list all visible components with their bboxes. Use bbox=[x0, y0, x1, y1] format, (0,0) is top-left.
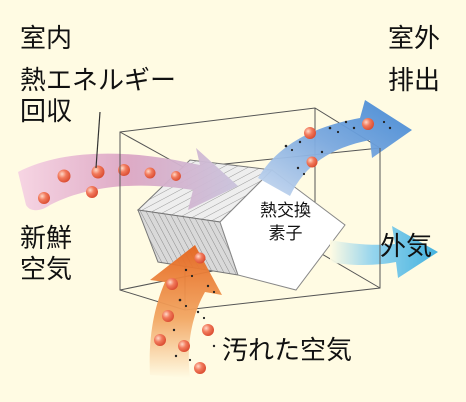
indoor-label: 室内 bbox=[20, 24, 73, 54]
outside-air-label: 外気 bbox=[380, 232, 433, 262]
heat-ball bbox=[304, 127, 316, 139]
heat-ball bbox=[362, 118, 374, 130]
heat-ball bbox=[202, 324, 214, 336]
housing-box-front bbox=[119, 132, 381, 290]
heat-ball bbox=[86, 186, 98, 198]
heat-exchanger-core-label: 熱交換 素子 bbox=[260, 201, 311, 244]
fresh-air-arrow bbox=[18, 148, 238, 211]
exhaust-label: 排出 bbox=[388, 66, 441, 96]
heat-ball bbox=[194, 362, 206, 374]
heat-recovery-pointer bbox=[95, 111, 101, 169]
heat-ball bbox=[166, 278, 178, 290]
dirty-air-label: 汚れた空気 bbox=[222, 336, 353, 366]
heat-ball bbox=[162, 310, 174, 322]
outdoor-label: 室外 bbox=[388, 24, 441, 54]
heat-ball bbox=[194, 252, 206, 264]
heat-exchanger-core bbox=[136, 159, 346, 291]
fresh-air-label: 新鮮 空気 bbox=[20, 224, 73, 285]
heat-ball bbox=[118, 164, 130, 176]
heat-ball bbox=[57, 169, 71, 183]
outside-air-arrow bbox=[330, 226, 438, 278]
heat-ball bbox=[144, 167, 156, 179]
heat-recovery-label: 熱エネルギー 回収 bbox=[20, 66, 177, 127]
heat-ball bbox=[171, 171, 181, 181]
heat-particles bbox=[38, 118, 374, 374]
heat-ball bbox=[306, 156, 318, 168]
dirt-specks bbox=[172, 120, 392, 362]
exhaust-arrow bbox=[258, 100, 412, 196]
heat-ball bbox=[38, 192, 50, 204]
heat-ball bbox=[154, 334, 166, 346]
dirty-air-arrow bbox=[149, 245, 222, 378]
heat-ball bbox=[91, 165, 105, 179]
heat-ball bbox=[178, 340, 190, 352]
